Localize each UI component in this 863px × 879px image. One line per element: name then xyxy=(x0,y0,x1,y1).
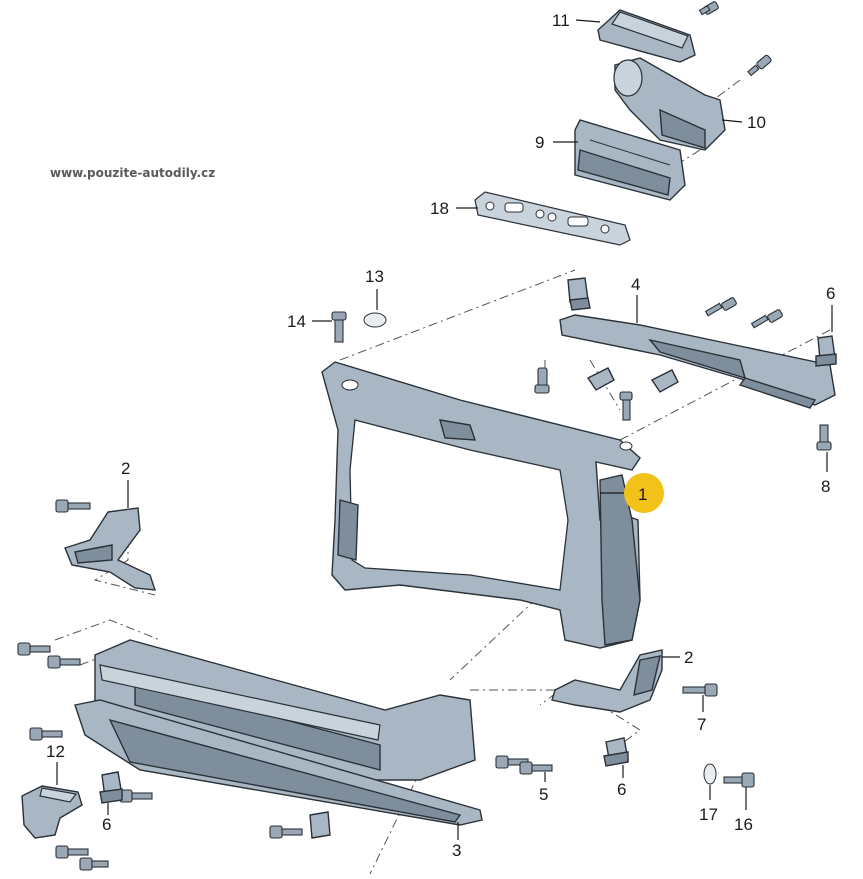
part-18-gasket-strip xyxy=(474,191,631,246)
clip-icon xyxy=(603,737,629,767)
bolt-icon xyxy=(331,311,347,343)
clip-icon xyxy=(586,367,679,393)
bolt-icon xyxy=(747,54,772,77)
part-10-air-duct xyxy=(613,54,772,151)
callout-11: 11 xyxy=(552,11,570,30)
callout-17: 17 xyxy=(699,805,718,824)
callout-8: 8 xyxy=(821,477,830,496)
callout-3: 3 xyxy=(452,841,461,860)
bolt-icon xyxy=(119,789,153,803)
callout-7: 7 xyxy=(697,715,706,734)
washer-icon xyxy=(703,763,717,785)
bolt-icon xyxy=(29,727,63,741)
bolt-icon xyxy=(816,424,832,451)
part-12-end-cap xyxy=(21,785,83,839)
callout-4: 4 xyxy=(631,275,640,294)
part-9-duct-bracket xyxy=(574,119,686,201)
callout-6-left: 6 xyxy=(102,815,111,834)
callout-12: 12 xyxy=(46,742,65,761)
washer-icon xyxy=(363,312,387,328)
watermark-text: www.pouzite-autodily.cz xyxy=(50,166,216,180)
bolt-icon xyxy=(704,297,737,317)
highlight-marker xyxy=(624,473,664,513)
clip-icon xyxy=(99,771,123,804)
bolt-icon xyxy=(55,499,91,513)
callout-6-top: 6 xyxy=(826,284,835,303)
callout-1: 1 xyxy=(638,485,647,504)
callout-13: 13 xyxy=(365,267,384,286)
part-3-bumper-reinforcement xyxy=(74,639,483,826)
bolt-icon xyxy=(519,761,553,775)
callout-18: 18 xyxy=(430,199,449,218)
callout-10: 10 xyxy=(747,113,766,132)
clip-icon xyxy=(815,335,837,367)
callout-16: 16 xyxy=(734,815,753,834)
bolt-icon xyxy=(55,845,89,859)
clip-icon xyxy=(309,811,331,839)
bolt-icon xyxy=(682,683,718,697)
part-2-left-bracket xyxy=(64,507,157,591)
callout-9: 9 xyxy=(535,133,544,152)
bolt-icon xyxy=(495,755,529,769)
clip-icon xyxy=(567,277,591,311)
callout-labels: 1 2 2 3 4 5 6 6 6 7 8 9 10 11 12 13 14 1… xyxy=(46,11,835,860)
bolt-icon xyxy=(619,391,633,421)
bolt-icon xyxy=(534,367,550,394)
part-11-air-duct-cap xyxy=(597,1,719,63)
bolt-icon xyxy=(47,655,81,669)
bolt-icon xyxy=(698,1,719,16)
callout-5: 5 xyxy=(539,785,548,804)
callout-6-right: 6 xyxy=(617,780,626,799)
bolt-icon xyxy=(79,857,109,871)
bolt-icon xyxy=(750,309,783,329)
callout-14: 14 xyxy=(287,312,306,331)
callout-2-left: 2 xyxy=(121,459,130,478)
part-4-upper-cross-member xyxy=(559,314,836,409)
bolt-icon xyxy=(269,825,303,839)
bolt-icon xyxy=(723,772,755,788)
part-1-front-end-carrier xyxy=(321,361,641,649)
bolt-icon xyxy=(17,642,51,656)
callout-2-right: 2 xyxy=(684,648,693,667)
part-2-right-bracket xyxy=(551,649,663,713)
